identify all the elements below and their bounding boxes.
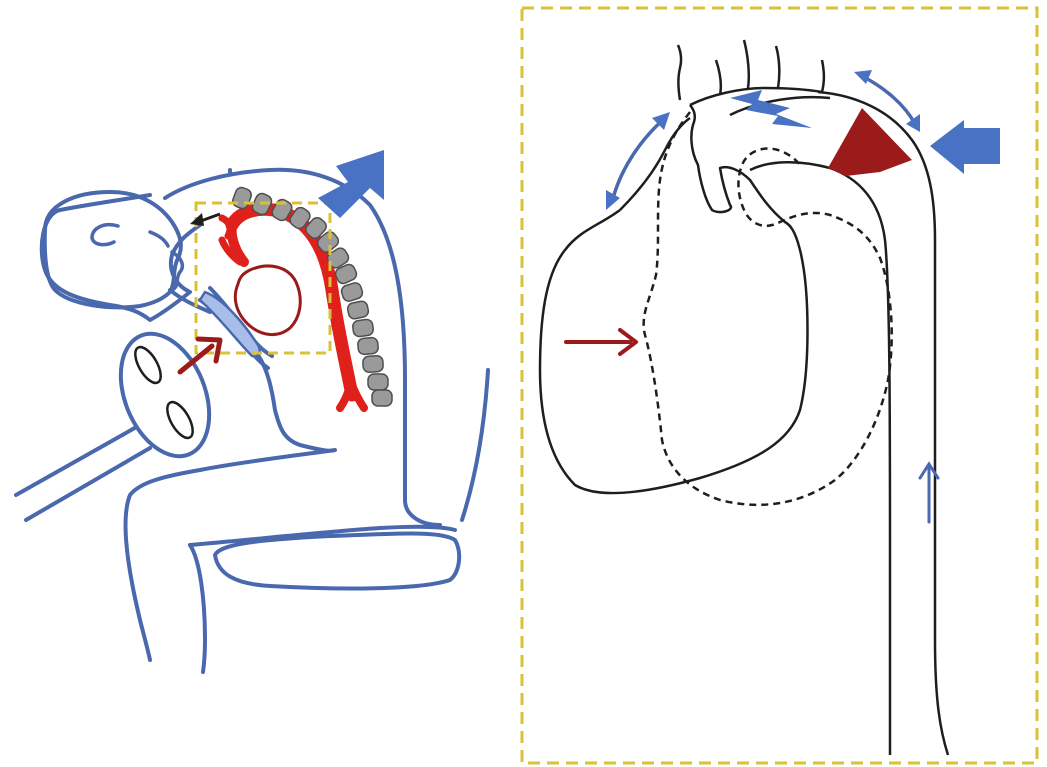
- impact-arrow-icon: [930, 120, 1000, 174]
- ear-outline: [92, 225, 118, 245]
- steering-wheel-icon: [104, 321, 226, 470]
- left-panel-driver-figure: [16, 150, 488, 672]
- leg-outline: [190, 545, 205, 672]
- vertebra-icon: [372, 390, 392, 406]
- vertebra-icon: [368, 374, 388, 390]
- vertebra-icon: [363, 355, 384, 372]
- seat-back: [462, 370, 488, 520]
- right-panel-magnified-aorta: [522, 8, 1037, 763]
- tear-wedge-icon: [828, 108, 912, 176]
- vertebra-icon: [352, 319, 374, 338]
- vertebra-icon: [347, 300, 370, 320]
- vertebra-icon: [357, 337, 378, 355]
- vertebra-icon: [340, 281, 364, 302]
- pulmonary-trunk-outline: [620, 118, 690, 210]
- heart-icon: [235, 266, 300, 335]
- steering-column: [16, 425, 150, 520]
- aortic-root-outline: [750, 162, 830, 170]
- seat-cushion: [215, 534, 459, 589]
- red-arrow-icon: [566, 330, 636, 354]
- descending-aorta-outline: [818, 92, 948, 755]
